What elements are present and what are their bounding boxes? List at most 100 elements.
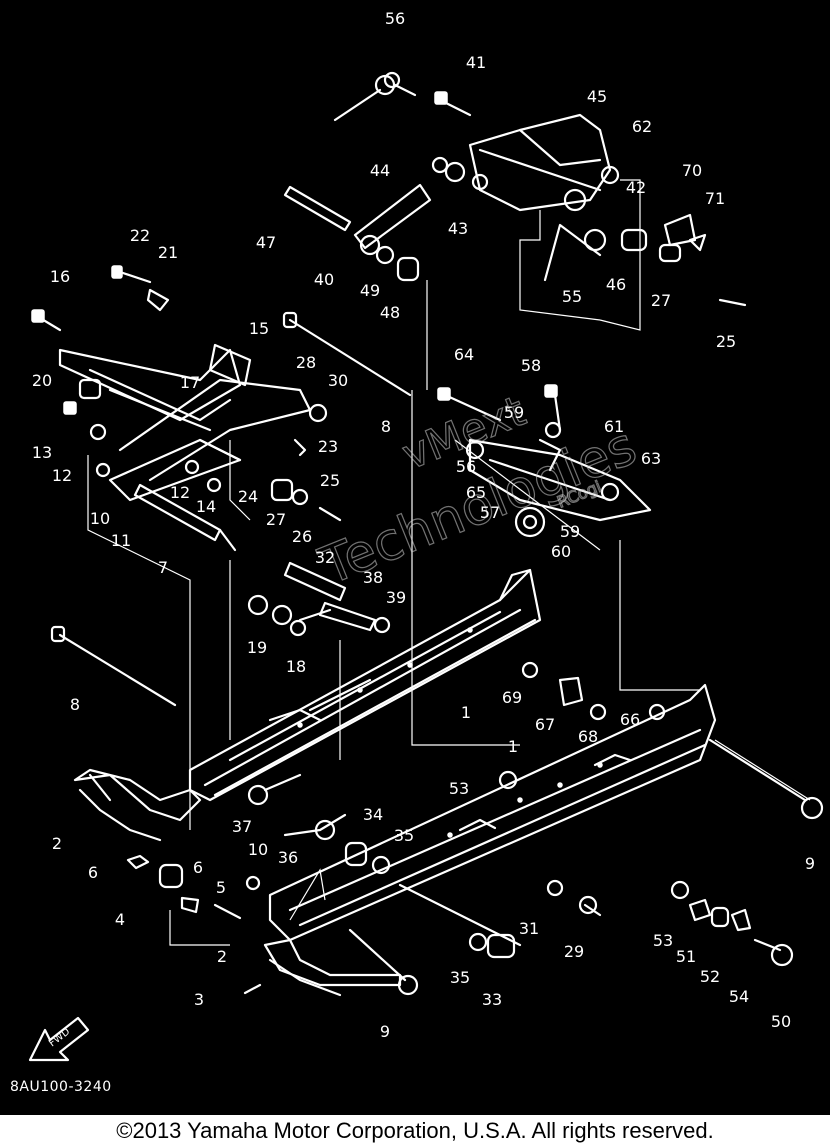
bolt-41 bbox=[434, 91, 472, 117]
callout: 8 bbox=[70, 695, 80, 714]
callout: 10 bbox=[90, 509, 110, 528]
callout: 24 bbox=[238, 487, 258, 506]
callout: 36 bbox=[278, 848, 298, 867]
callout: 65 bbox=[466, 483, 486, 502]
callout: 45 bbox=[587, 87, 607, 106]
callout: 42 bbox=[626, 178, 646, 197]
callout: 31 bbox=[519, 919, 539, 938]
callout: 39 bbox=[386, 588, 406, 607]
callout: 1 bbox=[508, 737, 518, 756]
callout: 35 bbox=[394, 826, 414, 845]
callout: 2 bbox=[52, 834, 62, 853]
callout: 70 bbox=[682, 161, 702, 180]
callout: 19 bbox=[247, 638, 267, 657]
exploded-parts-diagram: vMext Technologies RCogi FWD 56 41 45 62… bbox=[0, 0, 830, 1115]
front-arm-assembly bbox=[31, 265, 312, 502]
callout: 21 bbox=[158, 243, 178, 262]
callout: 23 bbox=[318, 437, 338, 456]
callout: 62 bbox=[632, 117, 652, 136]
callout: 37 bbox=[232, 817, 252, 836]
callout: 22 bbox=[130, 226, 150, 245]
callout: 54 bbox=[729, 987, 749, 1006]
callout: 59 bbox=[560, 522, 580, 541]
callout: 55 bbox=[562, 287, 582, 306]
copyright-footer: ©2013 Yamaha Motor Corporation, U.S.A. A… bbox=[116, 1118, 714, 1143]
diagram-code: 8AU100-3240 bbox=[10, 1079, 112, 1095]
callout: 7 bbox=[158, 558, 168, 577]
shock-absorber bbox=[283, 156, 489, 282]
callout: 43 bbox=[448, 219, 468, 238]
shock-rod-7 bbox=[133, 483, 237, 552]
callout: 69 bbox=[502, 688, 522, 707]
callout: 56 bbox=[456, 457, 476, 476]
callout: 40 bbox=[314, 270, 334, 289]
ski-wear-bar-upper bbox=[73, 768, 202, 842]
callout: 34 bbox=[363, 805, 383, 824]
callout: 57 bbox=[480, 503, 500, 522]
callout: 16 bbox=[50, 267, 70, 286]
slide-rail-right bbox=[268, 683, 717, 942]
callout: 68 bbox=[578, 727, 598, 746]
ski-wear-bar-lower bbox=[263, 938, 402, 997]
callout: 5 bbox=[216, 878, 226, 897]
callout: 10 bbox=[248, 840, 268, 859]
callout: 9 bbox=[805, 854, 815, 873]
callout: 46 bbox=[606, 275, 626, 294]
callout: 61 bbox=[604, 417, 624, 436]
callout: 25 bbox=[716, 332, 736, 351]
shaft-8-lower bbox=[50, 625, 177, 707]
callout: 50 bbox=[771, 1012, 791, 1031]
fwd-arrow-icon: FWD bbox=[28, 1016, 90, 1062]
callout: 9 bbox=[380, 1022, 390, 1041]
callout: 47 bbox=[256, 233, 276, 252]
callout: 25 bbox=[320, 471, 340, 490]
callout: 53 bbox=[449, 779, 469, 798]
callout: 48 bbox=[380, 303, 400, 322]
callout: 32 bbox=[315, 548, 335, 567]
torsion-spring-lower bbox=[247, 773, 347, 841]
callout: 66 bbox=[620, 710, 640, 729]
callout: 6 bbox=[193, 858, 203, 877]
callout: 30 bbox=[328, 371, 348, 390]
callout: 17 bbox=[180, 373, 200, 392]
upper-shock-mount bbox=[468, 113, 747, 307]
callout: 33 bbox=[482, 990, 502, 1009]
shaft-8-upper bbox=[282, 311, 412, 397]
rear-arm-spacer bbox=[247, 561, 391, 637]
callout: 27 bbox=[651, 291, 671, 310]
callout: 28 bbox=[296, 353, 316, 372]
callout: 4 bbox=[115, 910, 125, 929]
callout: 38 bbox=[363, 568, 383, 587]
callout-labels: 56 41 45 62 44 43 42 70 71 47 40 49 48 4… bbox=[32, 9, 815, 1041]
callout: 27 bbox=[266, 510, 286, 529]
callout: 6 bbox=[88, 863, 98, 882]
callout: 53 bbox=[653, 931, 673, 950]
callout: 26 bbox=[292, 527, 312, 546]
bushings-center bbox=[270, 403, 342, 522]
callout: 56 bbox=[385, 9, 405, 28]
torsion-spring-upper bbox=[333, 71, 417, 122]
callout: 13 bbox=[32, 443, 52, 462]
callout: 11 bbox=[111, 531, 131, 550]
callout: 51 bbox=[676, 947, 696, 966]
callout: 8 bbox=[381, 417, 391, 436]
rear-link-assembly bbox=[437, 384, 652, 538]
callout: 1 bbox=[461, 703, 471, 722]
callout: 59 bbox=[504, 403, 524, 422]
lower-fasteners bbox=[126, 661, 824, 996]
callout: 35 bbox=[450, 968, 470, 987]
callout: 15 bbox=[249, 319, 269, 338]
callout: 71 bbox=[705, 189, 725, 208]
callout: 14 bbox=[196, 497, 216, 516]
callout: 44 bbox=[370, 161, 390, 180]
callout: 49 bbox=[360, 281, 380, 300]
leader-lines bbox=[87, 179, 811, 946]
callout: 20 bbox=[32, 371, 52, 390]
callout: 29 bbox=[564, 942, 584, 961]
callout: 2 bbox=[217, 947, 227, 966]
callout: 63 bbox=[641, 449, 661, 468]
callout: 52 bbox=[700, 967, 720, 986]
callout: 3 bbox=[194, 990, 204, 1009]
callout: 18 bbox=[286, 657, 306, 676]
callout: 60 bbox=[551, 542, 571, 561]
